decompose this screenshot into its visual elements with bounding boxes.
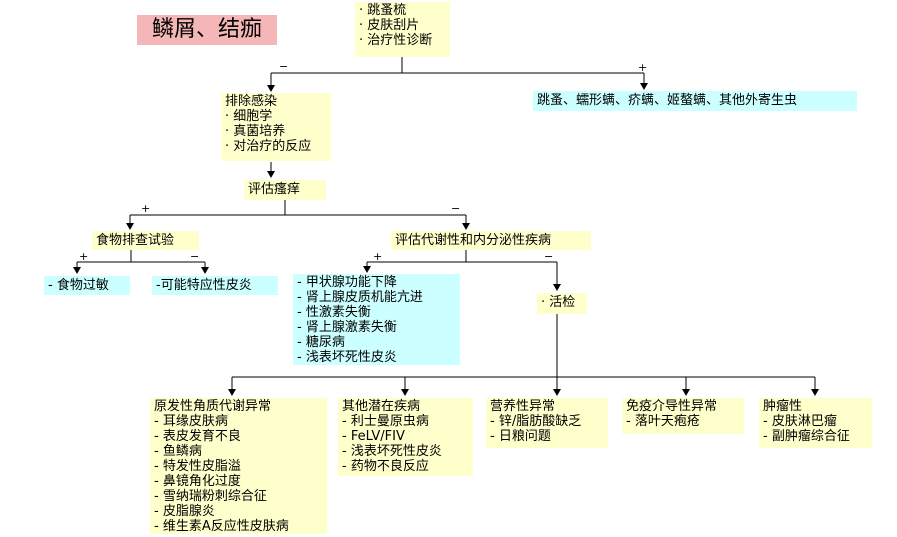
box-line: - 浅表坏死性皮炎 <box>297 350 397 365</box>
box-line: - 糖尿病 <box>297 335 345 350</box>
diagram-title: 鳞屑、结痂 <box>137 15 277 45</box>
box-line: 原发性角质代谢异常 <box>154 399 272 414</box>
box-line: 肿瘤性 <box>763 399 803 414</box>
box-nutritional-disorders: 营养性异常 - 锌/脂肪酸缺乏 - 日粮问题 <box>486 398 608 448</box>
box-line: - 性激素失衡 <box>297 305 371 320</box>
sign-pruritus-positive: + <box>141 202 151 215</box>
box-line: · 皮肤刮片 <box>359 18 420 33</box>
box-neoplastic: 肿瘤性 - 皮肤淋巴瘤 - 副肿瘤综合征 <box>759 398 872 448</box>
box-food-trial: 食物排查试验 <box>92 231 199 250</box>
box-line: · 治疗性诊断 <box>359 33 433 48</box>
box-food-allergy: - 食物过敏 <box>44 276 130 295</box>
box-line: - 雪纳瑞粉刺综合征 <box>154 489 267 504</box>
box-line: - 皮肤淋巴瘤 <box>763 414 837 429</box>
box-line: - 副肿瘤综合征 <box>763 429 850 444</box>
box-line: 食物排查试验 <box>96 233 175 248</box>
box-biopsy: · 活检 <box>537 293 587 314</box>
box-line: - 药物不良反应 <box>342 459 429 474</box>
box-line: - 表皮发育不良 <box>154 429 241 444</box>
box-assess-pruritus: 评估瘙痒 <box>244 180 326 200</box>
box-line: · 活检 <box>541 295 576 310</box>
box-line: · 细胞学 <box>225 109 273 124</box>
sign-pruritus-negative: − <box>451 202 461 215</box>
box-line: 评估瘙痒 <box>248 182 301 197</box>
box-line: - 维生素A反应性皮肤病 <box>154 519 289 534</box>
box-line: - 肾上腺激素失衡 <box>297 320 397 335</box>
box-line: - 肾上腺皮质机能亢进 <box>297 290 423 305</box>
box-line: - 食物过敏 <box>48 278 109 293</box>
box-line: 其他潜在疾病 <box>342 399 421 414</box>
sign-top-negative: − <box>279 60 289 73</box>
box-line: - FeLV/FIV <box>342 429 405 444</box>
sign-endocrine-positive: + <box>373 250 383 263</box>
box-initial-tests: · 跳蚤梳· 皮肤刮片· 治疗性诊断 <box>355 2 450 57</box>
sign-food-positive: + <box>79 250 89 263</box>
box-immune-disorders: 免疫介导性异常 - 落叶天疱疮 <box>622 398 744 434</box>
box-line: - 皮脂腺炎 <box>154 504 215 519</box>
box-line: - 利士曼原虫病 <box>342 414 429 429</box>
box-line: - 浅表坏死性皮炎 <box>342 444 442 459</box>
box-endocrine-diseases: - 甲状腺功能下降- 肾上腺皮质机能亢进- 性激素失衡- 肾上腺激素失衡- 糖尿… <box>293 274 460 365</box>
box-rule-out-infection: 排除感染· 细胞学· 真菌培养· 对治疗的反应 <box>221 93 331 161</box>
box-line: 跳蚤、蠕形螨、疥螨、姬螯螨、其他外寄生虫 <box>537 93 798 108</box>
box-atopic-dermatitis: -可能特应性皮炎 <box>152 276 278 295</box>
sign-endocrine-negative: − <box>544 250 554 263</box>
box-line: · 跳蚤梳 <box>359 3 407 18</box>
box-line: - 鼻镜角化过度 <box>154 474 241 489</box>
box-line: - 甲状腺功能下降 <box>297 275 397 290</box>
box-other-diseases: 其他潜在疾病 - 利士曼原虫病 - FeLV/FIV - 浅表坏死性皮炎 - 药… <box>338 398 473 476</box>
box-line: -可能特应性皮炎 <box>156 278 252 293</box>
sign-top-positive: + <box>638 61 648 74</box>
box-line: - 鱼鳞病 <box>154 444 202 459</box>
box-line: - 日粮问题 <box>490 429 551 444</box>
box-line: 免疫介导性异常 <box>626 399 718 414</box>
box-line: - 特发性皮脂溢 <box>154 459 241 474</box>
box-line: - 锌/脂肪酸缺乏 <box>490 414 582 429</box>
sign-food-negative: − <box>190 250 200 263</box>
box-ectoparasites: 跳蚤、蠕形螨、疥螨、姬螯螨、其他外寄生虫 <box>533 91 857 111</box>
box-line: - 落叶天疱疮 <box>626 414 700 429</box>
box-line: · 对治疗的反应 <box>225 139 312 154</box>
box-line: 排除感染 <box>225 94 278 109</box>
box-line: - 耳缘皮肤病 <box>154 414 228 429</box>
box-line: · 真菌培养 <box>225 124 286 139</box>
box-line: 评估代谢性和内分泌性疾病 <box>395 233 552 248</box>
box-assess-endocrine: 评估代谢性和内分泌性疾病 <box>391 231 591 250</box>
box-line: 营养性异常 <box>490 399 556 414</box>
box-keratinization-disorders: 原发性角质代谢异常 - 耳缘皮肤病 - 表皮发育不良 - 鱼鳞病 - 特发性皮脂… <box>150 398 327 534</box>
